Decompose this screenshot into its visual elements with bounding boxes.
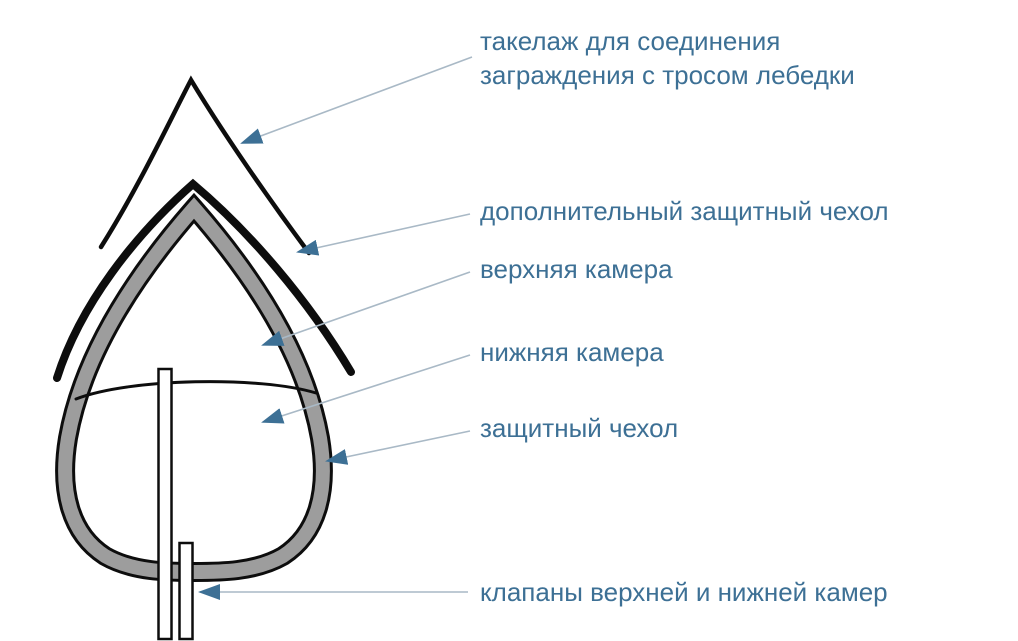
arrow-upper-chamber	[261, 271, 471, 346]
valve-tube-short	[178, 541, 194, 641]
label-upper-chamber: верхняя камера	[480, 254, 673, 284]
rigging-peak-lines	[98, 75, 312, 256]
label-valves: клапаны верхней и нижней камер	[480, 577, 888, 607]
label-protective-cover: защитный чехол	[480, 413, 678, 443]
protective-cover-band	[58, 197, 330, 580]
arrow-lower-chamber	[261, 354, 471, 424]
valve-tube-long	[157, 367, 173, 641]
label-rigging-line1: такелаж для соединения	[480, 26, 780, 56]
additional-cover-arc	[53, 178, 355, 382]
label-lower-chamber: нижняя камера	[480, 337, 664, 367]
arrow-protective-cover	[325, 430, 471, 465]
arrow-rigging	[240, 56, 473, 144]
label-rigging-line2: заграждения с тросом лебедки	[480, 60, 855, 90]
chamber-divider-line	[74, 380, 318, 401]
label-additional-cover: дополнительный защитный чехол	[480, 196, 889, 226]
arrow-additional-cover	[296, 213, 471, 256]
